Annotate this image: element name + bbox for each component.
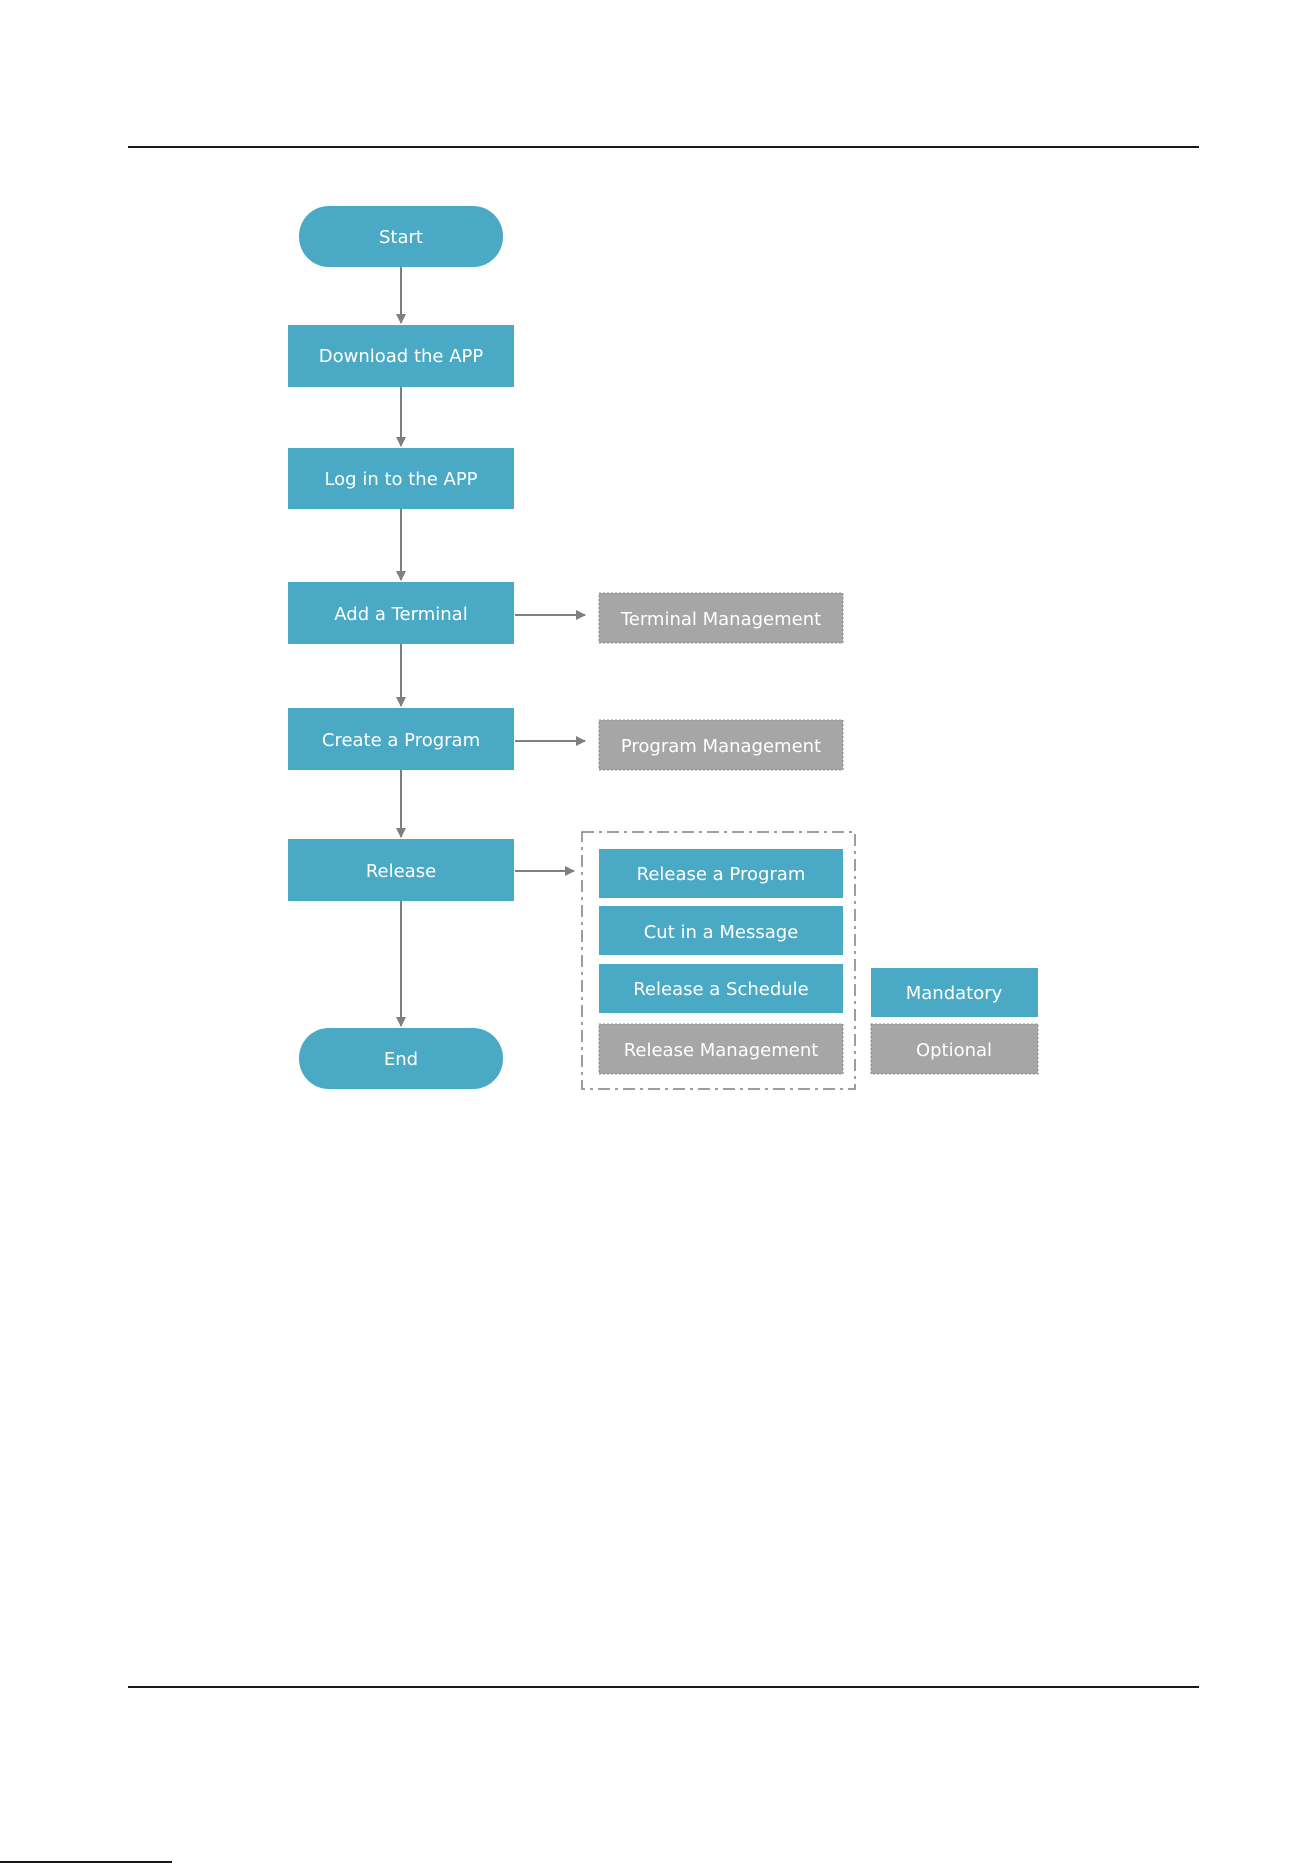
create-program-label: Create a Program: [322, 730, 480, 751]
release-program-node: Release a Program: [599, 849, 843, 898]
create-program-node: Create a Program: [288, 708, 514, 770]
bottom-strip: [0, 1855, 1313, 1873]
release-schedule-label: Release a Schedule: [633, 979, 809, 1000]
program-management-label: Program Management: [621, 736, 821, 757]
terminal-management-node: Terminal Management: [599, 593, 843, 643]
login-app-label: Log in to the APP: [324, 469, 477, 490]
bottom-strip-bar: [0, 1861, 172, 1863]
release-management-node: Release Management: [599, 1024, 843, 1074]
start-node: Start: [299, 206, 503, 267]
download-app-node: Download the APP: [288, 325, 514, 387]
download-app-label: Download the APP: [319, 346, 484, 367]
legend-mandatory: Mandatory: [871, 968, 1038, 1017]
add-terminal-node: Add a Terminal: [288, 582, 514, 644]
add-terminal-label: Add a Terminal: [334, 604, 467, 625]
legend-optional: Optional: [871, 1024, 1038, 1074]
release-node: Release: [288, 839, 514, 901]
cut-in-message-label: Cut in a Message: [644, 922, 799, 943]
release-schedule-node: Release a Schedule: [599, 964, 843, 1013]
end-node: End: [299, 1028, 503, 1089]
program-management-node: Program Management: [599, 720, 843, 770]
cut-in-message-node: Cut in a Message: [599, 906, 843, 955]
end-label: End: [384, 1049, 418, 1070]
release-management-label: Release Management: [624, 1040, 819, 1061]
release-label: Release: [366, 861, 436, 882]
release-program-label: Release a Program: [637, 864, 806, 885]
legend-mandatory-label: Mandatory: [906, 983, 1003, 1004]
start-label: Start: [379, 227, 423, 248]
login-app-node: Log in to the APP: [288, 448, 514, 509]
terminal-management-label: Terminal Management: [620, 609, 821, 630]
legend-optional-label: Optional: [916, 1040, 992, 1061]
